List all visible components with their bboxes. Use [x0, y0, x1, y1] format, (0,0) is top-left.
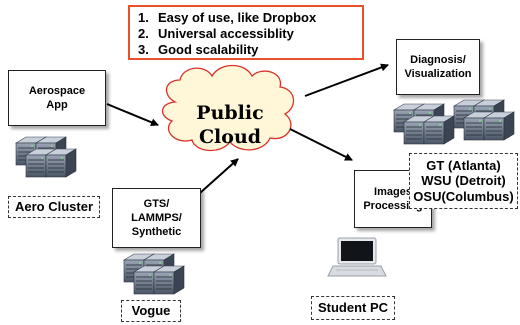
arrow-aerospace-to-cloud: [106, 103, 159, 127]
aero-cluster-servers-icon: [16, 137, 76, 177]
laptop-icon: [327, 237, 387, 277]
student-pc-label: Student PC: [311, 296, 395, 320]
arrow-cloud-to-images: [289, 128, 353, 161]
public-cloud-shape: [161, 64, 295, 152]
features-list: 1.Easy of use, like Dropbox 2.Universal …: [138, 10, 362, 58]
feature-item: 1.Easy of use, like Dropbox: [138, 10, 317, 25]
arrow-cloud-to-diagnosis: [304, 63, 389, 97]
features-box: 1.Easy of use, like Dropbox 2.Universal …: [128, 5, 364, 60]
gts-lammps-synthetic-box: GTS/ LAMMPS/ Synthetic: [112, 188, 201, 248]
feature-item: 3.Good scalability: [138, 42, 259, 57]
aerospace-app-box: Aerospace App: [8, 70, 106, 126]
diagnosis-visualization-box: Diagnosis/ Visualization: [396, 39, 480, 95]
wsu-servers-icon: [454, 100, 514, 140]
aero-cluster-label: Aero Cluster: [8, 196, 100, 218]
vogue-servers-icon: [124, 254, 184, 294]
arrow-gts-to-cloud: [199, 158, 239, 194]
feature-item: 2.Universal accessiblity: [138, 26, 294, 41]
gt-servers-icon: [394, 104, 454, 144]
sites-label: GT (Atlanta) WSU (Detroit) OSU(Columbus): [409, 153, 518, 209]
public-cloud-label: Public Cloud: [196, 102, 264, 148]
vogue-label: Vogue: [121, 300, 181, 322]
